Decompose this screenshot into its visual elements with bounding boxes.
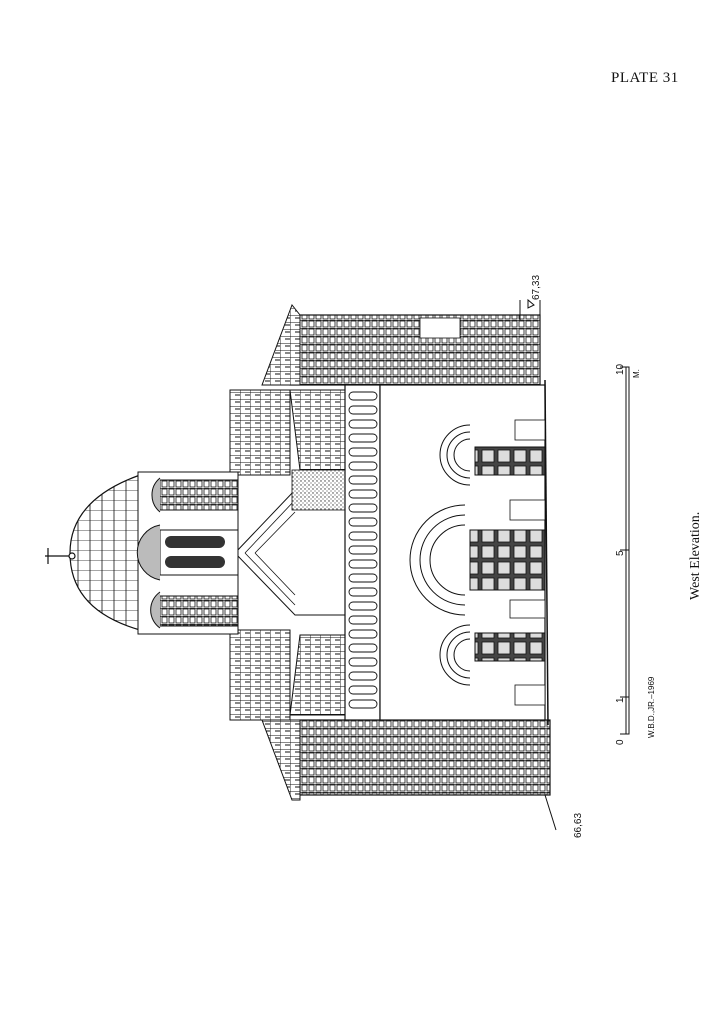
dome xyxy=(69,471,239,635)
window-top xyxy=(474,446,546,476)
roof-front-bottom xyxy=(289,634,346,716)
elevation-bottom-label: 66,63 xyxy=(573,812,584,838)
window-center xyxy=(469,529,546,591)
roof-upper xyxy=(261,304,301,386)
elevation-top-label: 67,33 xyxy=(531,274,542,300)
roof-front-top xyxy=(289,389,346,471)
drafter-credit: W.B.D.,JR.–1969 xyxy=(647,676,656,738)
scale-tick-5: 5 xyxy=(615,550,626,556)
scale-unit: M. xyxy=(632,369,641,378)
elevation-marker-top xyxy=(519,298,541,380)
building-wall-top xyxy=(289,314,541,386)
scale-tick-1: 1 xyxy=(615,697,626,703)
plate-label: PLATE 31 xyxy=(611,70,679,86)
stipple-band-top xyxy=(291,469,346,511)
drum-base-top xyxy=(229,389,291,476)
scale-tick-10: 10 xyxy=(615,363,626,375)
roof-lower xyxy=(261,719,301,801)
window-bottom xyxy=(474,632,546,662)
cross-icon xyxy=(45,548,76,564)
building-wall-bottom xyxy=(299,719,551,796)
drum-base-bottom xyxy=(229,629,291,721)
window-arch-bottom xyxy=(439,624,471,686)
scale-tick-0: 0 xyxy=(615,739,626,745)
window-arch-center xyxy=(409,504,466,616)
elevation-marker-bottom xyxy=(544,794,557,831)
window-arch-top xyxy=(439,424,471,486)
caption: West Elevation. xyxy=(688,511,703,600)
scale-bar xyxy=(620,366,630,735)
